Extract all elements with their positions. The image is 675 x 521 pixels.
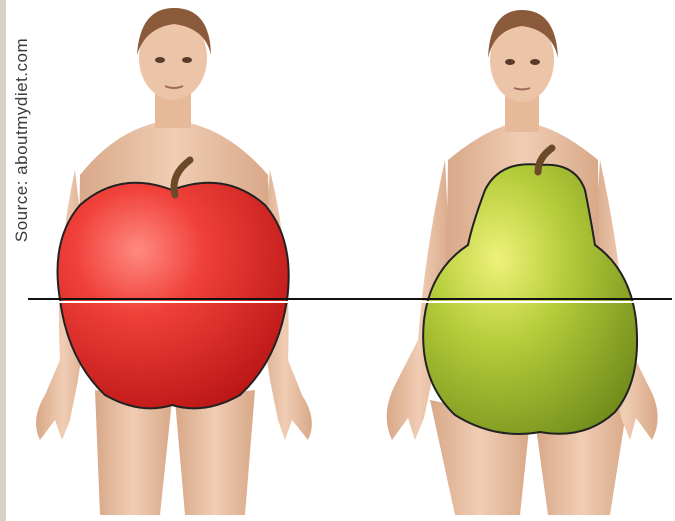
pear-figure — [387, 10, 658, 515]
apple-shape — [58, 183, 289, 409]
apple-figure — [36, 8, 312, 515]
source-credit: Source: aboutmydiet.com — [12, 38, 32, 242]
